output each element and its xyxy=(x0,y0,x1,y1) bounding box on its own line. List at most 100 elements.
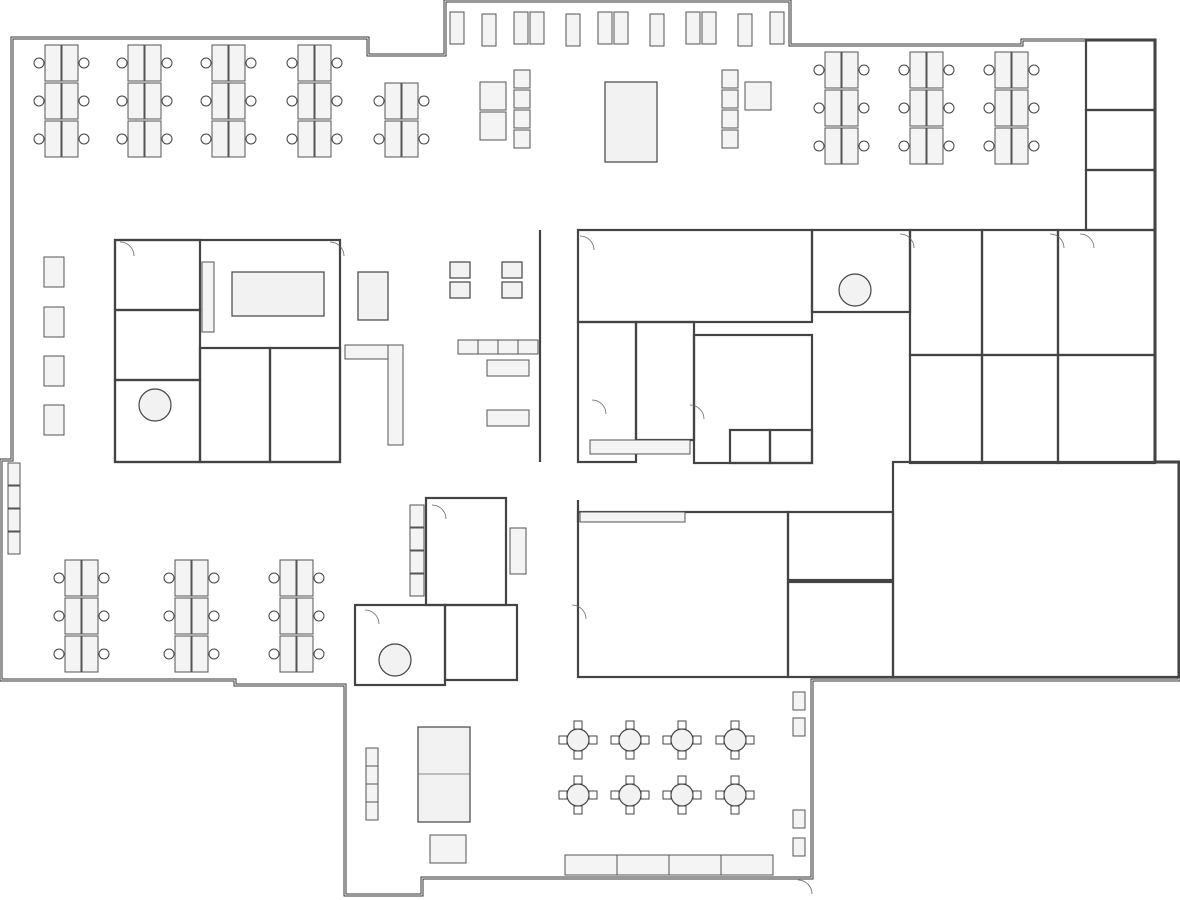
bench xyxy=(43,256,65,288)
chair xyxy=(1028,102,1040,114)
chair xyxy=(331,133,343,145)
desk xyxy=(296,597,314,635)
chair xyxy=(116,57,128,69)
room xyxy=(576,228,814,324)
desk xyxy=(926,127,944,165)
room xyxy=(728,428,772,465)
desk xyxy=(994,89,1012,127)
sofa-module xyxy=(513,109,531,129)
lounge-seat xyxy=(613,11,629,45)
furniture xyxy=(7,11,1095,895)
cafe-table xyxy=(449,261,471,279)
chair xyxy=(78,95,90,107)
chair xyxy=(730,720,740,730)
chair xyxy=(245,133,257,145)
chair xyxy=(200,95,212,107)
desk xyxy=(824,127,842,165)
chair xyxy=(200,57,212,69)
cafe-table xyxy=(501,281,523,299)
chair xyxy=(625,720,635,730)
booth xyxy=(477,339,499,355)
desk-cluster xyxy=(268,559,325,673)
chair xyxy=(715,790,725,800)
sofa-module xyxy=(513,69,531,89)
chair xyxy=(730,805,740,815)
desk xyxy=(44,82,62,120)
desk xyxy=(824,89,842,127)
room xyxy=(908,353,984,465)
chair xyxy=(53,610,65,622)
desk xyxy=(61,82,79,120)
chair xyxy=(662,735,672,745)
chair xyxy=(163,572,175,584)
armchair xyxy=(479,81,507,111)
chair xyxy=(943,64,955,76)
counter xyxy=(579,511,686,523)
desk xyxy=(191,597,209,635)
chair xyxy=(33,95,45,107)
conference-table xyxy=(604,81,658,163)
round-table xyxy=(378,643,412,677)
door-swing xyxy=(797,879,813,895)
sofa xyxy=(486,359,530,377)
chair xyxy=(610,790,620,800)
side-seat xyxy=(792,717,806,737)
armchair xyxy=(479,111,507,141)
desk xyxy=(64,635,82,673)
lounge-seat xyxy=(701,11,717,45)
bench-seat xyxy=(668,854,722,876)
side-seat xyxy=(365,747,379,767)
cafe-table xyxy=(449,281,471,299)
side-seat xyxy=(792,691,806,711)
chair xyxy=(286,57,298,69)
sofa-module xyxy=(513,89,531,109)
chair xyxy=(268,648,280,660)
side-seat xyxy=(792,837,806,857)
chair xyxy=(268,610,280,622)
lounge-seat xyxy=(513,11,529,45)
seat xyxy=(409,550,425,574)
door-swing xyxy=(1049,233,1065,249)
bench xyxy=(43,306,65,338)
dining-table xyxy=(618,728,642,752)
chair xyxy=(640,790,650,800)
door-swing xyxy=(431,504,447,520)
room xyxy=(113,238,202,312)
desk-cluster xyxy=(813,51,870,165)
desk xyxy=(824,51,842,89)
desk xyxy=(81,635,99,673)
room xyxy=(634,320,696,442)
chair xyxy=(813,64,825,76)
door-swing xyxy=(364,609,380,625)
door-swing xyxy=(571,604,587,620)
desk xyxy=(44,120,62,158)
chair xyxy=(858,102,870,114)
desk xyxy=(174,597,192,635)
dining-table xyxy=(618,783,642,807)
chair xyxy=(662,790,672,800)
side-seat xyxy=(365,801,379,821)
desk xyxy=(297,44,315,82)
chair xyxy=(161,57,173,69)
chair xyxy=(33,57,45,69)
chair xyxy=(558,790,568,800)
chair xyxy=(245,95,257,107)
desk xyxy=(144,44,162,82)
chair xyxy=(78,133,90,145)
lounge-seat xyxy=(449,11,465,45)
desk xyxy=(314,44,332,82)
chair xyxy=(983,140,995,152)
lounge-seat xyxy=(529,11,545,45)
desk xyxy=(841,127,859,165)
room xyxy=(908,228,984,357)
chair xyxy=(610,735,620,745)
chair xyxy=(640,735,650,745)
chair xyxy=(692,790,702,800)
room xyxy=(786,580,895,679)
chair xyxy=(625,805,635,815)
round-table xyxy=(138,388,172,422)
chair xyxy=(98,572,110,584)
room xyxy=(786,510,895,582)
